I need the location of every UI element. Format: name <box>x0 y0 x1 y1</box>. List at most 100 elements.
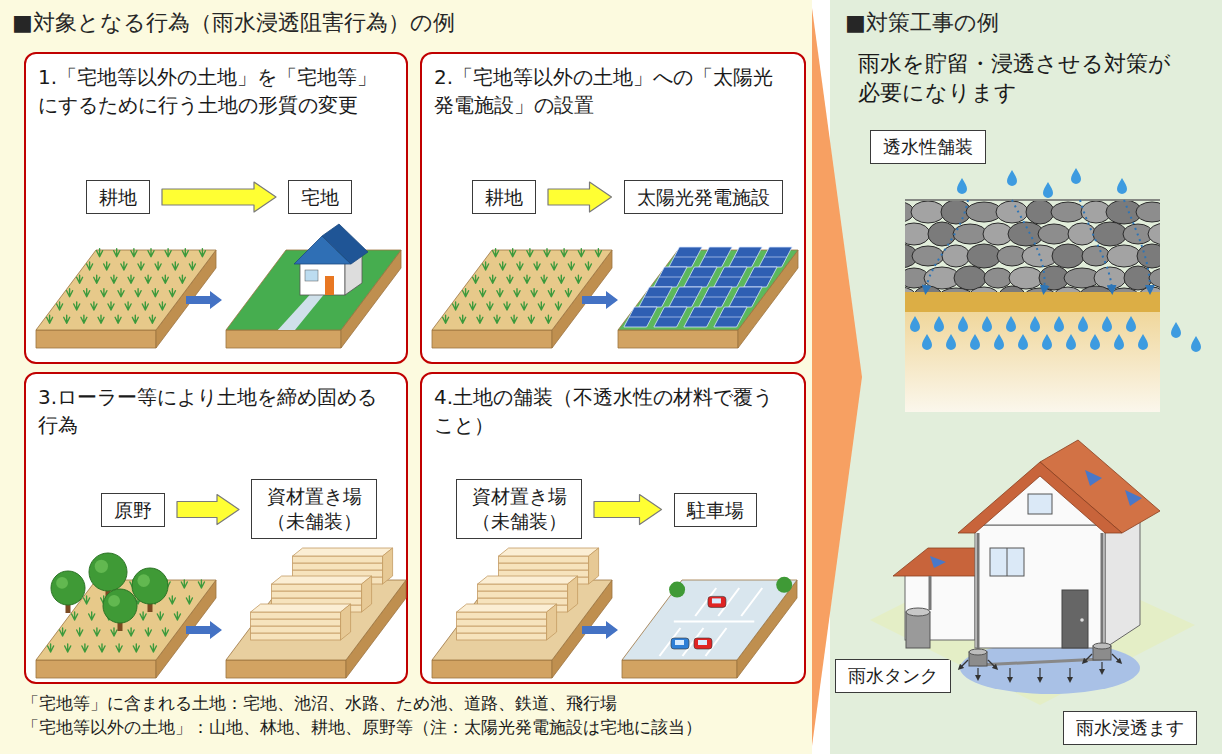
garden-path <box>278 294 325 330</box>
land-use-tag: 宅地 <box>288 180 352 215</box>
gravel-stone <box>1123 224 1153 244</box>
gravel-stone <box>928 222 956 246</box>
sprout <box>97 249 103 257</box>
slab-side <box>552 250 612 348</box>
sprout <box>181 580 187 588</box>
sprout <box>199 249 205 257</box>
sprout <box>106 612 112 620</box>
solar-panel <box>624 307 657 327</box>
sand-layer <box>905 292 1160 312</box>
sprout <box>132 315 138 323</box>
house-wall <box>300 262 345 295</box>
sprout <box>585 262 591 270</box>
slab-top <box>618 250 798 330</box>
solar-panel <box>684 307 717 327</box>
sprout <box>494 315 500 323</box>
gravel-stone <box>905 268 929 288</box>
sprout <box>490 275 496 283</box>
sprout <box>115 315 121 323</box>
lumber-plank <box>293 577 383 584</box>
sprout <box>172 262 178 270</box>
water-drop <box>910 316 920 332</box>
annex-wall <box>905 572 975 640</box>
sprout <box>91 302 97 310</box>
water-drop <box>1042 334 1052 350</box>
house-roof <box>294 236 351 264</box>
tag-text: 原野 <box>114 498 152 523</box>
sprout <box>483 262 489 270</box>
sprout <box>60 628 66 636</box>
infiltration-path <box>1124 200 1150 290</box>
gravel-stone <box>905 287 917 292</box>
panel-heading: ■対策工事の例 <box>845 8 1207 39</box>
lumber-plank <box>478 598 568 605</box>
sprout <box>511 315 517 323</box>
lumber-end <box>341 604 351 640</box>
parking-line <box>660 628 681 656</box>
land-use-tag: 資材置き場（未舗装） <box>456 479 582 538</box>
gravel-stone <box>1064 268 1100 288</box>
bush <box>669 582 685 598</box>
gravel-stone <box>953 224 987 244</box>
water-drop <box>1078 316 1088 332</box>
sprout <box>101 289 107 297</box>
water-drop <box>1030 316 1040 332</box>
drain-pipe <box>978 659 1102 665</box>
gravel-stone <box>954 266 986 290</box>
sprout <box>113 580 119 588</box>
house-side <box>345 250 362 295</box>
gravel-stone <box>1148 223 1160 245</box>
sprout <box>128 628 134 636</box>
solar-panel-grid <box>734 257 757 258</box>
sprout <box>521 302 527 310</box>
tree-highlight <box>95 560 108 573</box>
lumber-plank <box>293 563 383 570</box>
gravel-stone <box>1038 224 1070 244</box>
tree-trunk <box>66 588 71 613</box>
sprout <box>125 302 131 310</box>
sprout <box>165 249 171 257</box>
panel-heading: ■対象となる行為（雨水浸透阻害行為）の例 <box>12 8 800 39</box>
sprout <box>463 289 469 297</box>
scenario-panel: ■対象となる行為（雨水浸透阻害行為）の例1.「宅地等以外の土地」を「宅地等」にす… <box>0 0 812 754</box>
slab-front <box>618 330 738 348</box>
solar-panel <box>684 267 717 287</box>
gravel-stone <box>1068 223 1096 245</box>
land-use-tag: 太陽光発電施設 <box>624 180 783 215</box>
infiltration-area <box>960 642 1140 694</box>
water-drop <box>1114 334 1124 350</box>
slab-side <box>341 250 401 348</box>
solar-panel-grid <box>644 297 667 298</box>
infiltration-path <box>926 200 968 290</box>
water-drop <box>946 334 956 350</box>
sprout <box>460 315 466 323</box>
note-holder: 「宅地等」に含まれる土地：宅地、池沼、水路、ため池、道路、鉄道、飛行場 <box>22 692 617 714</box>
sprout <box>101 596 107 604</box>
gravel-stone <box>1023 288 1057 292</box>
sprout <box>198 580 204 588</box>
solar-panel-grid <box>764 257 787 258</box>
solar-panel <box>699 287 732 307</box>
sprout <box>534 262 540 270</box>
lumber-plank <box>457 612 547 619</box>
water-drop <box>957 178 967 194</box>
sprout <box>47 315 53 323</box>
solar-panel <box>639 287 672 307</box>
sprout <box>82 644 88 652</box>
gravel-stone <box>967 244 1001 268</box>
lumber-plank <box>457 619 547 626</box>
infiltration-basin <box>969 652 987 666</box>
land-use-tag: 耕地 <box>86 180 150 215</box>
slab-side <box>737 580 797 678</box>
solar-panel <box>654 267 687 287</box>
measure-label: 透水性舗装 <box>870 130 986 163</box>
lumber-plank <box>251 626 341 633</box>
gravel-layer <box>905 201 1160 292</box>
parking-line <box>741 588 762 616</box>
sprout <box>186 596 192 604</box>
slab-front <box>432 660 552 678</box>
slab-side <box>738 250 798 348</box>
lumber-end <box>589 548 599 584</box>
tag-text: 駐車場 <box>687 498 744 523</box>
lumber-plank <box>251 633 341 640</box>
